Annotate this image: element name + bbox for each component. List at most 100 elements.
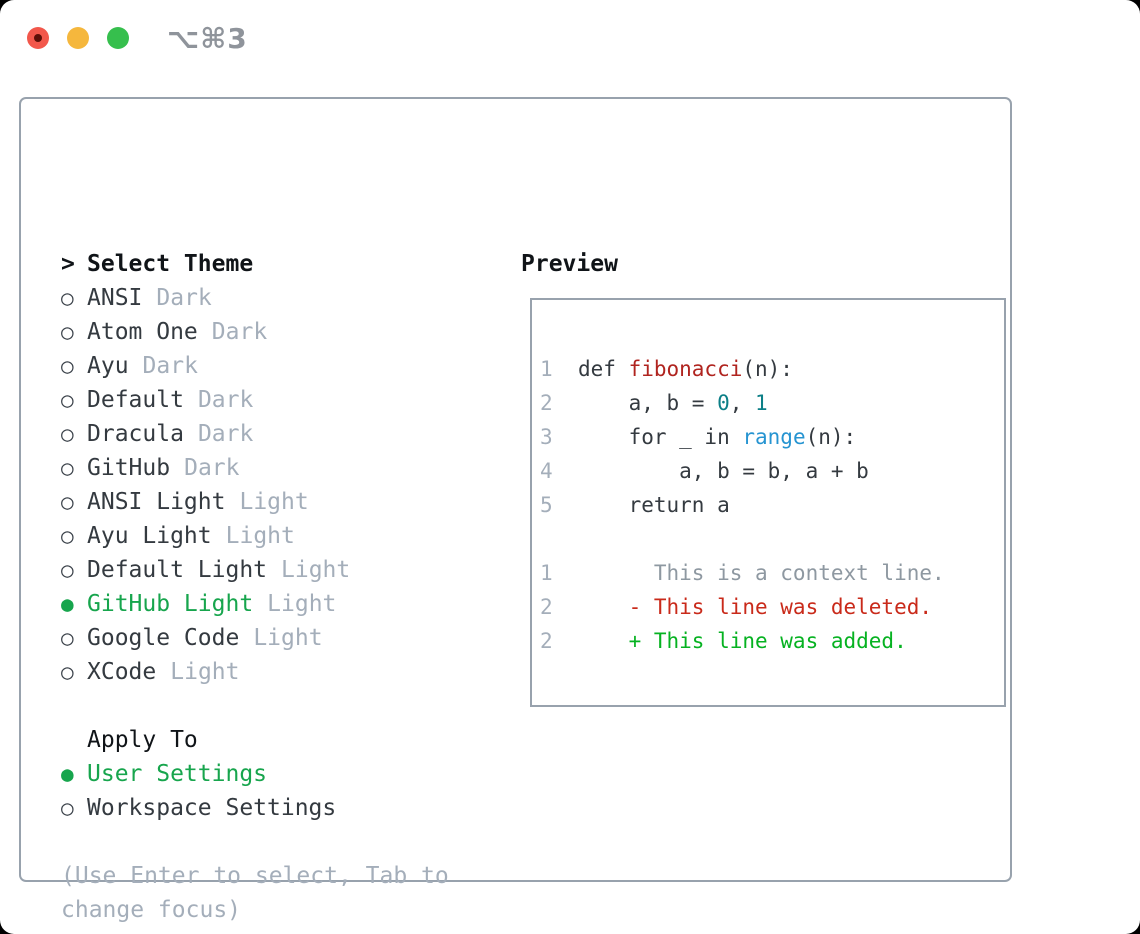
close-button[interactable] [27, 27, 49, 49]
code-line: 5 return a [532, 488, 1004, 522]
radio-icon: ○ [61, 388, 74, 412]
apply-option-user-settings[interactable]: ●User Settings [61, 757, 491, 791]
line-number: 1 [540, 561, 553, 585]
line-number: 2 [540, 595, 553, 619]
diff-context-line: 1 This is a context line. [532, 556, 1004, 590]
preview-title: Preview [521, 251, 618, 277]
line-number: 3 [540, 425, 553, 449]
theme-tag: Light [170, 659, 240, 685]
radio-icon: ○ [61, 796, 74, 820]
context-text: This is a context line. [578, 561, 945, 585]
code-line: 4 a, b = b, a + b [532, 454, 1004, 488]
minimize-button[interactable] [67, 27, 89, 49]
theme-item-google-code-light[interactable]: ○ Google Code Light [61, 621, 491, 655]
theme-tag: Dark [156, 285, 212, 311]
code-line: 2 a, b = 0, 1 [532, 386, 1004, 420]
theme-tag: Dark [142, 353, 198, 379]
maximize-button[interactable] [107, 27, 129, 49]
number-literal: 1 [755, 391, 768, 415]
line-number: 2 [540, 391, 553, 415]
help-text: (Use Enter to select, Tab to change focu… [61, 863, 449, 923]
code-text: a, b = [578, 391, 718, 415]
blank-line [532, 522, 1004, 556]
line-number: 2 [540, 629, 553, 653]
theme-list-title: Select Theme [87, 251, 254, 277]
radio-icon: ○ [61, 626, 74, 650]
added-text: + This line was added. [578, 629, 907, 653]
apply-to-header-row: Apply To [61, 723, 491, 757]
theme-tag: Dark [197, 421, 254, 447]
radio-icon: ○ [61, 286, 74, 310]
theme-tag: Light [239, 489, 309, 515]
spacer [61, 689, 491, 723]
code-line: 1 def fibonacci(n): [532, 352, 1004, 386]
option-name: User Settings [87, 761, 268, 787]
builtin-name: range [742, 425, 806, 449]
window-title: ⌥⌘3 [167, 22, 248, 55]
theme-tag: Dark [211, 319, 268, 345]
theme-item-ansi-light[interactable]: ○ ANSI Light Light [61, 485, 491, 519]
theme-item-default-light[interactable]: ○ Default Light Light [61, 553, 491, 587]
theme-name: Dracula [87, 421, 184, 447]
line-number: 5 [540, 493, 553, 517]
theme-name: Google Code [87, 625, 240, 651]
code-text: for _ in [578, 425, 743, 449]
code-text: return a [578, 493, 730, 517]
line-number: 4 [540, 459, 553, 483]
deleted-text: - This line was deleted. [578, 595, 933, 619]
theme-item-xcode-light[interactable]: ○ XCode Light [61, 655, 491, 689]
theme-tag: Light [225, 523, 295, 549]
theme-name: GitHub [87, 455, 171, 481]
code-text: (n): [742, 357, 793, 381]
theme-name: XCode [87, 659, 157, 685]
apply-option-workspace-settings[interactable]: ○ Workspace Settings [61, 791, 491, 825]
selected-radio-icon: ● [61, 592, 74, 616]
theme-item-github-dark[interactable]: ○ GitHub Dark [61, 451, 491, 485]
theme-name: ANSI Light [87, 489, 226, 515]
theme-tag: Light [281, 557, 351, 583]
theme-name: GitHub Light [87, 591, 254, 617]
radio-icon: ○ [61, 320, 74, 344]
title-bar: ⌥⌘3 [0, 0, 1140, 76]
diff-deleted-line: 2 - This line was deleted. [532, 590, 1004, 624]
apply-to-title: Apply To [87, 727, 198, 753]
radio-icon: ○ [61, 422, 74, 446]
theme-tag: Light [253, 625, 323, 651]
radio-icon: ○ [61, 490, 74, 514]
option-name: Workspace Settings [87, 795, 337, 821]
code-text: (n): [805, 425, 857, 449]
code-text: , [729, 391, 756, 415]
theme-tag: Dark [184, 455, 240, 481]
theme-name: Ayu [87, 353, 129, 379]
radio-icon: ○ [61, 558, 74, 582]
code-line: 3 for _ in range(n): [532, 420, 1004, 454]
theme-list-header: > Select Theme [61, 247, 491, 281]
theme-tag: Dark [197, 387, 254, 413]
radio-icon: ○ [61, 660, 74, 684]
theme-name: Default Light [87, 557, 268, 583]
traffic-lights [27, 27, 129, 49]
radio-icon: ○ [61, 456, 74, 480]
number-literal: 0 [717, 391, 730, 415]
theme-item-dracula-dark[interactable]: ○ Dracula Dark [61, 417, 491, 451]
theme-name: Atom One [87, 319, 198, 345]
theme-name: ANSI [87, 285, 143, 311]
theme-item-ansi-dark[interactable]: ○ ANSI Dark [61, 281, 491, 315]
code-text: a, b = b, a + b [578, 459, 869, 483]
function-name: fibonacci [628, 357, 743, 381]
code-text: def [578, 357, 629, 381]
diff-added-line: 2 + This line was added. [532, 624, 1004, 658]
radio-icon: ○ [61, 524, 74, 548]
theme-item-ayu-dark[interactable]: ○ Ayu Dark [61, 349, 491, 383]
pointer-icon: > [61, 251, 75, 277]
radio-icon: ○ [61, 354, 74, 378]
theme-item-atom-one-dark[interactable]: ○ Atom One Dark [61, 315, 491, 349]
line-number: 1 [540, 357, 553, 381]
